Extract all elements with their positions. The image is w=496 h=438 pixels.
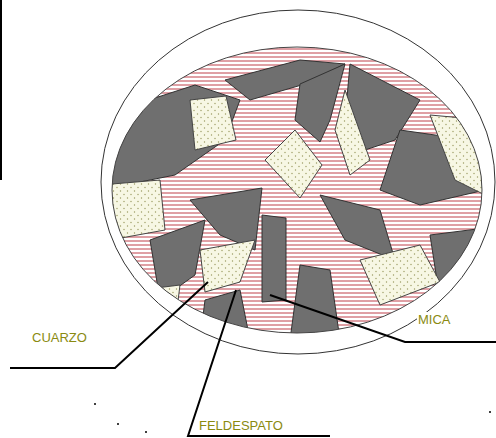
mineral-label: CUARZO — [31, 330, 88, 345]
mineral-grains — [100, 47, 485, 340]
frame-edge — [0, 0, 2, 180]
mineral-label: MICA — [417, 312, 452, 327]
quartz-grains — [100, 90, 485, 325]
mineral-label: FELDESPATO — [198, 418, 284, 433]
mica-grains — [100, 60, 485, 340]
specks — [94, 403, 491, 433]
section-outline — [101, 10, 495, 354]
leader-lines — [10, 282, 496, 436]
inner-outline — [112, 47, 482, 333]
